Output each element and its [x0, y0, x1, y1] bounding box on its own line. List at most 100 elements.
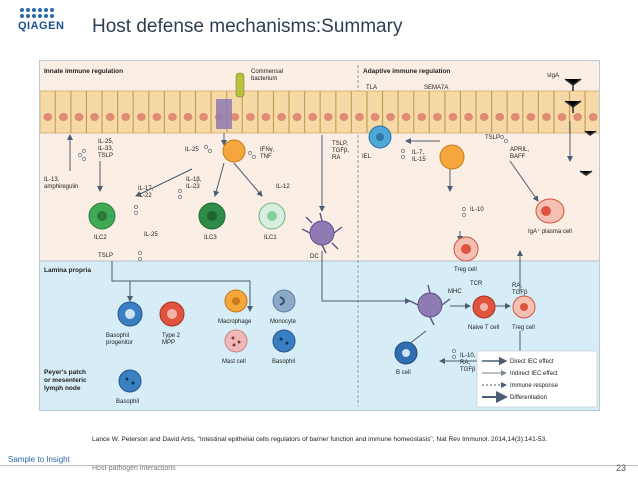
epithelial-nucleus: [588, 113, 598, 121]
epithelial-nucleus: [105, 113, 115, 121]
label-tslp-b: TSLP: [485, 135, 500, 141]
sema7a-macrophage-icon: [439, 144, 465, 170]
epithelial-cell: [522, 90, 539, 134]
adaptive-cells: Treg cell IgA⁺ plasma cell Naive T cell …: [368, 78, 597, 376]
b-cell-label: B cell: [396, 370, 411, 376]
basophil-b-icon: [118, 369, 142, 393]
epithelial-cell: [117, 90, 134, 134]
epithelial-cell: [398, 90, 414, 134]
label-tcr: TCR: [470, 281, 483, 287]
qiagen-logo: QIAGEN: [6, 8, 70, 42]
epithelial-cell: [273, 90, 290, 134]
label-tgfb: TGFβ: [512, 290, 528, 296]
basophil-progenitor-icon: [117, 301, 143, 327]
epithelial-nucleus: [495, 113, 505, 121]
naive-t-label: Naive T cell: [468, 325, 499, 331]
basophil-a-label: Basophil: [272, 359, 295, 365]
epithelial-nucleus: [90, 113, 99, 121]
epithelial-nucleus: [542, 113, 551, 121]
label-tla: TLA: [366, 85, 377, 91]
dc-label: DC: [310, 254, 319, 260]
label-tgfb-c: TGFβ,: [332, 148, 349, 154]
epithelial-cell: [257, 90, 274, 134]
label-ra-b: RA,: [460, 360, 470, 366]
epithelial-nucleus: [277, 113, 286, 121]
epithelial-nucleus: [199, 113, 208, 121]
epithelial-cell: [102, 90, 118, 134]
epithelial-nucleus: [246, 113, 255, 121]
page-number: 23: [615, 463, 626, 473]
monocyte-label: Monocyte: [270, 319, 297, 325]
legend: Direct IEC effect Indirect IEC effect Im…: [482, 356, 559, 403]
label-amphiregulin: amphiregulin: [44, 184, 78, 190]
mast-cell-label: Mast cell: [222, 359, 246, 365]
epithelial-nucleus: [433, 113, 442, 121]
label-il15: IL-15: [412, 157, 426, 163]
diagram-svg: Innate immune regulation Adaptive immune…: [40, 61, 599, 410]
adaptive-title: Adaptive immune regulation: [363, 68, 450, 75]
logo-text: QIAGEN: [18, 20, 65, 32]
epithelial-nucleus: [183, 113, 193, 121]
macrophage-label: Macrophage: [218, 319, 252, 325]
epithelial-cell: [429, 90, 445, 134]
label-tslp-c: TSLP,: [332, 141, 348, 147]
epithelial-cell: [55, 90, 71, 134]
type2-mpp-icon: [159, 301, 185, 327]
label-il22: IL-22: [138, 193, 152, 199]
label-tgfb-b: TGFβ: [460, 367, 476, 373]
commensal-bacterium-icon: [235, 72, 245, 98]
epithelial-nucleus: [292, 113, 302, 121]
siga-antibody-icons: [564, 78, 597, 176]
epithelial-nucleus: [557, 113, 567, 121]
immune-diagram: Innate immune regulation Adaptive immune…: [39, 60, 600, 411]
ilc2-label: ILC2: [94, 235, 107, 241]
label-il10-b: IL-10,: [460, 353, 476, 359]
epithelial-cell: [70, 90, 87, 134]
epithelial-cell: [491, 90, 508, 134]
epithelial-nucleus: [152, 113, 162, 121]
peyers-line-2: or mesenteric: [44, 377, 87, 384]
macrophage-epi-icon: [222, 139, 246, 163]
lamina-propria-label: Lamina propria: [44, 267, 91, 274]
epithelial-nucleus: [43, 113, 53, 121]
epithelial-nucleus: [417, 113, 427, 121]
epithelial-nucleus: [74, 113, 84, 121]
basophil-b-label: Basophil: [116, 399, 139, 405]
epithelial-nucleus: [59, 113, 68, 121]
label-il12: IL-12: [276, 184, 290, 190]
epithelial-nucleus: [401, 113, 411, 121]
label-il13: IL-13,: [44, 177, 60, 183]
ilc1-label: ILC1: [264, 235, 277, 241]
epithelial-cell: [476, 90, 492, 134]
innate-cells: ILC2 ILC3 ILC1 DC Basophil progenitor Ty…: [88, 139, 343, 405]
epithelial-nucleus: [573, 113, 582, 121]
epithelial-cell: [569, 90, 586, 134]
label-siga: sIgA: [547, 73, 559, 79]
epithelial-nucleus: [121, 113, 131, 121]
epithelial-cell: [413, 90, 430, 134]
iga-plasma-label: IgA⁺ plasma cell: [528, 228, 572, 235]
legend-item-4: Differentiation: [510, 395, 547, 401]
epithelial-cell: [585, 90, 599, 134]
epithelial-cell: [86, 90, 103, 134]
footer-section: Host-pathogen interactions: [92, 465, 176, 472]
label-ifng: IFNγ,: [260, 147, 275, 153]
epithelial-nucleus: [510, 113, 520, 121]
label-baff: BAFF: [510, 154, 526, 160]
footer-rule: [0, 465, 638, 466]
epithelial-nucleus: [339, 113, 349, 121]
treg-a-label: Treg cell: [454, 267, 477, 273]
ilc3-label: ILC3: [204, 235, 217, 241]
dc-cell-icon: [301, 212, 343, 254]
treg-b-label: Treg cell: [512, 325, 535, 331]
epithelial-cell: [133, 90, 149, 134]
label-il25: IL-25,: [98, 139, 114, 145]
tagline: Sample to Insight: [8, 455, 70, 464]
epithelial-cell: [242, 90, 258, 134]
label-il7: IL-7,: [412, 150, 424, 156]
epithelial-nucleus: [168, 113, 177, 121]
epithelial-nucleus: [479, 113, 489, 121]
epithelial-cell: [538, 90, 554, 134]
epithelial-cell: [351, 90, 367, 134]
epithelial-nucleus: [464, 113, 473, 121]
